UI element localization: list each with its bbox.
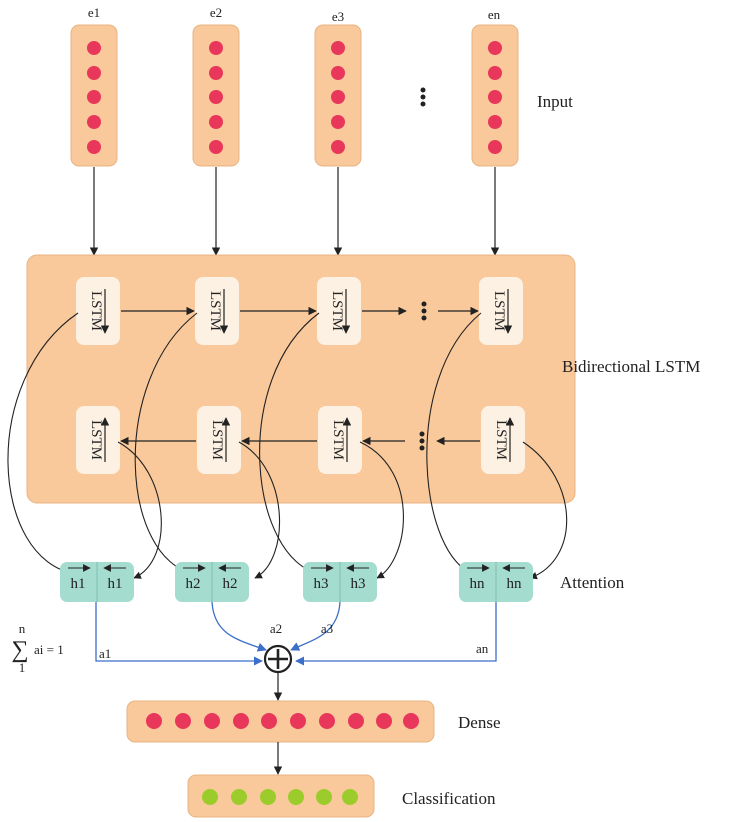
attention-weight-arrows	[95, 601, 497, 666]
embedding-dots	[87, 41, 502, 154]
hidden-backward-label: h1	[108, 576, 123, 592]
embedding-label-2: e2	[210, 5, 222, 20]
lstm-label: LSTM	[491, 291, 507, 331]
bilstm-layer-label: Bidirectional LSTM	[562, 357, 700, 376]
input-layer: e1 e2 e3 en Input	[70, 5, 573, 167]
sum-expression: ai = 1	[34, 642, 64, 657]
svg-text:∑: ∑	[11, 637, 28, 663]
backward-lstm-cell-3: LSTM	[318, 406, 362, 474]
sum-plus-icon	[263, 644, 293, 674]
attention-layer: h1 h1 h2 h2 h3 h3 hn hn Atte	[60, 562, 625, 602]
ellipsis-icon	[421, 301, 427, 321]
classification-layer-label: Classification	[402, 789, 496, 808]
lstm-label: LSTM	[88, 420, 104, 460]
attention-sum-formula: n ∑ 1 ai = 1	[11, 621, 63, 675]
dense-layer: Dense	[126, 700, 500, 743]
hidden-forward-label: h1	[71, 576, 86, 592]
lstm-label: LSTM	[209, 420, 225, 460]
lstm-label: LSTM	[88, 291, 104, 331]
classification-nodes	[202, 789, 358, 805]
weight-label-a2: a2	[270, 621, 282, 636]
forward-lstm-cell-n: LSTM	[479, 277, 523, 345]
weight-label-an: an	[476, 641, 489, 656]
ellipsis-icon	[420, 87, 426, 107]
forward-lstm-cell-1: LSTM	[76, 277, 120, 345]
embedding-label-1: e1	[88, 5, 100, 20]
lstm-label: LSTM	[493, 420, 509, 460]
backward-lstm-cell-n: LSTM	[481, 406, 525, 474]
hidden-state-3: h3 h3	[303, 562, 377, 602]
sum-lower-bound: 1	[19, 660, 26, 675]
sum-upper-bound: n	[19, 621, 26, 636]
input-arrows	[89, 167, 500, 256]
classification-layer: Classification	[187, 774, 496, 818]
forward-lstm-cell-3: LSTM	[317, 277, 361, 345]
embedding-label-3: e3	[332, 9, 344, 24]
recurrent-arrows	[120, 306, 480, 446]
weight-label-a1: a1	[99, 646, 111, 661]
dense-nodes	[146, 713, 419, 729]
ellipsis-icon	[419, 431, 425, 451]
hidden-state-2: h2 h2	[175, 562, 249, 602]
hidden-forward-label: h3	[314, 576, 329, 592]
lstm-label: LSTM	[207, 291, 223, 331]
dense-layer-label: Dense	[458, 713, 500, 732]
forward-lstm-cell-2: LSTM	[195, 277, 239, 345]
hidden-state-n: hn hn	[459, 562, 533, 602]
hidden-backward-label: h2	[223, 576, 238, 592]
hidden-backward-label: hn	[507, 576, 523, 592]
hidden-backward-label: h3	[351, 576, 366, 592]
hidden-state-1: h1 h1	[60, 562, 134, 602]
attention-layer-label: Attention	[560, 573, 625, 592]
backward-lstm-cell-1: LSTM	[76, 406, 120, 474]
lstm-label: LSTM	[330, 420, 346, 460]
backward-lstm-row: LSTM LSTM LSTM LSTM	[76, 406, 525, 474]
lstm-label: LSTM	[329, 291, 345, 331]
embedding-label-n: en	[488, 7, 501, 22]
weight-label-a3: a3	[321, 621, 333, 636]
input-layer-label: Input	[537, 92, 573, 111]
backward-lstm-cell-2: LSTM	[197, 406, 241, 474]
hidden-forward-label: hn	[470, 576, 486, 592]
hidden-forward-label: h2	[186, 576, 201, 592]
hidden-state-connections	[7, 312, 568, 580]
forward-lstm-row: LSTM LSTM LSTM LSTM	[76, 277, 523, 345]
